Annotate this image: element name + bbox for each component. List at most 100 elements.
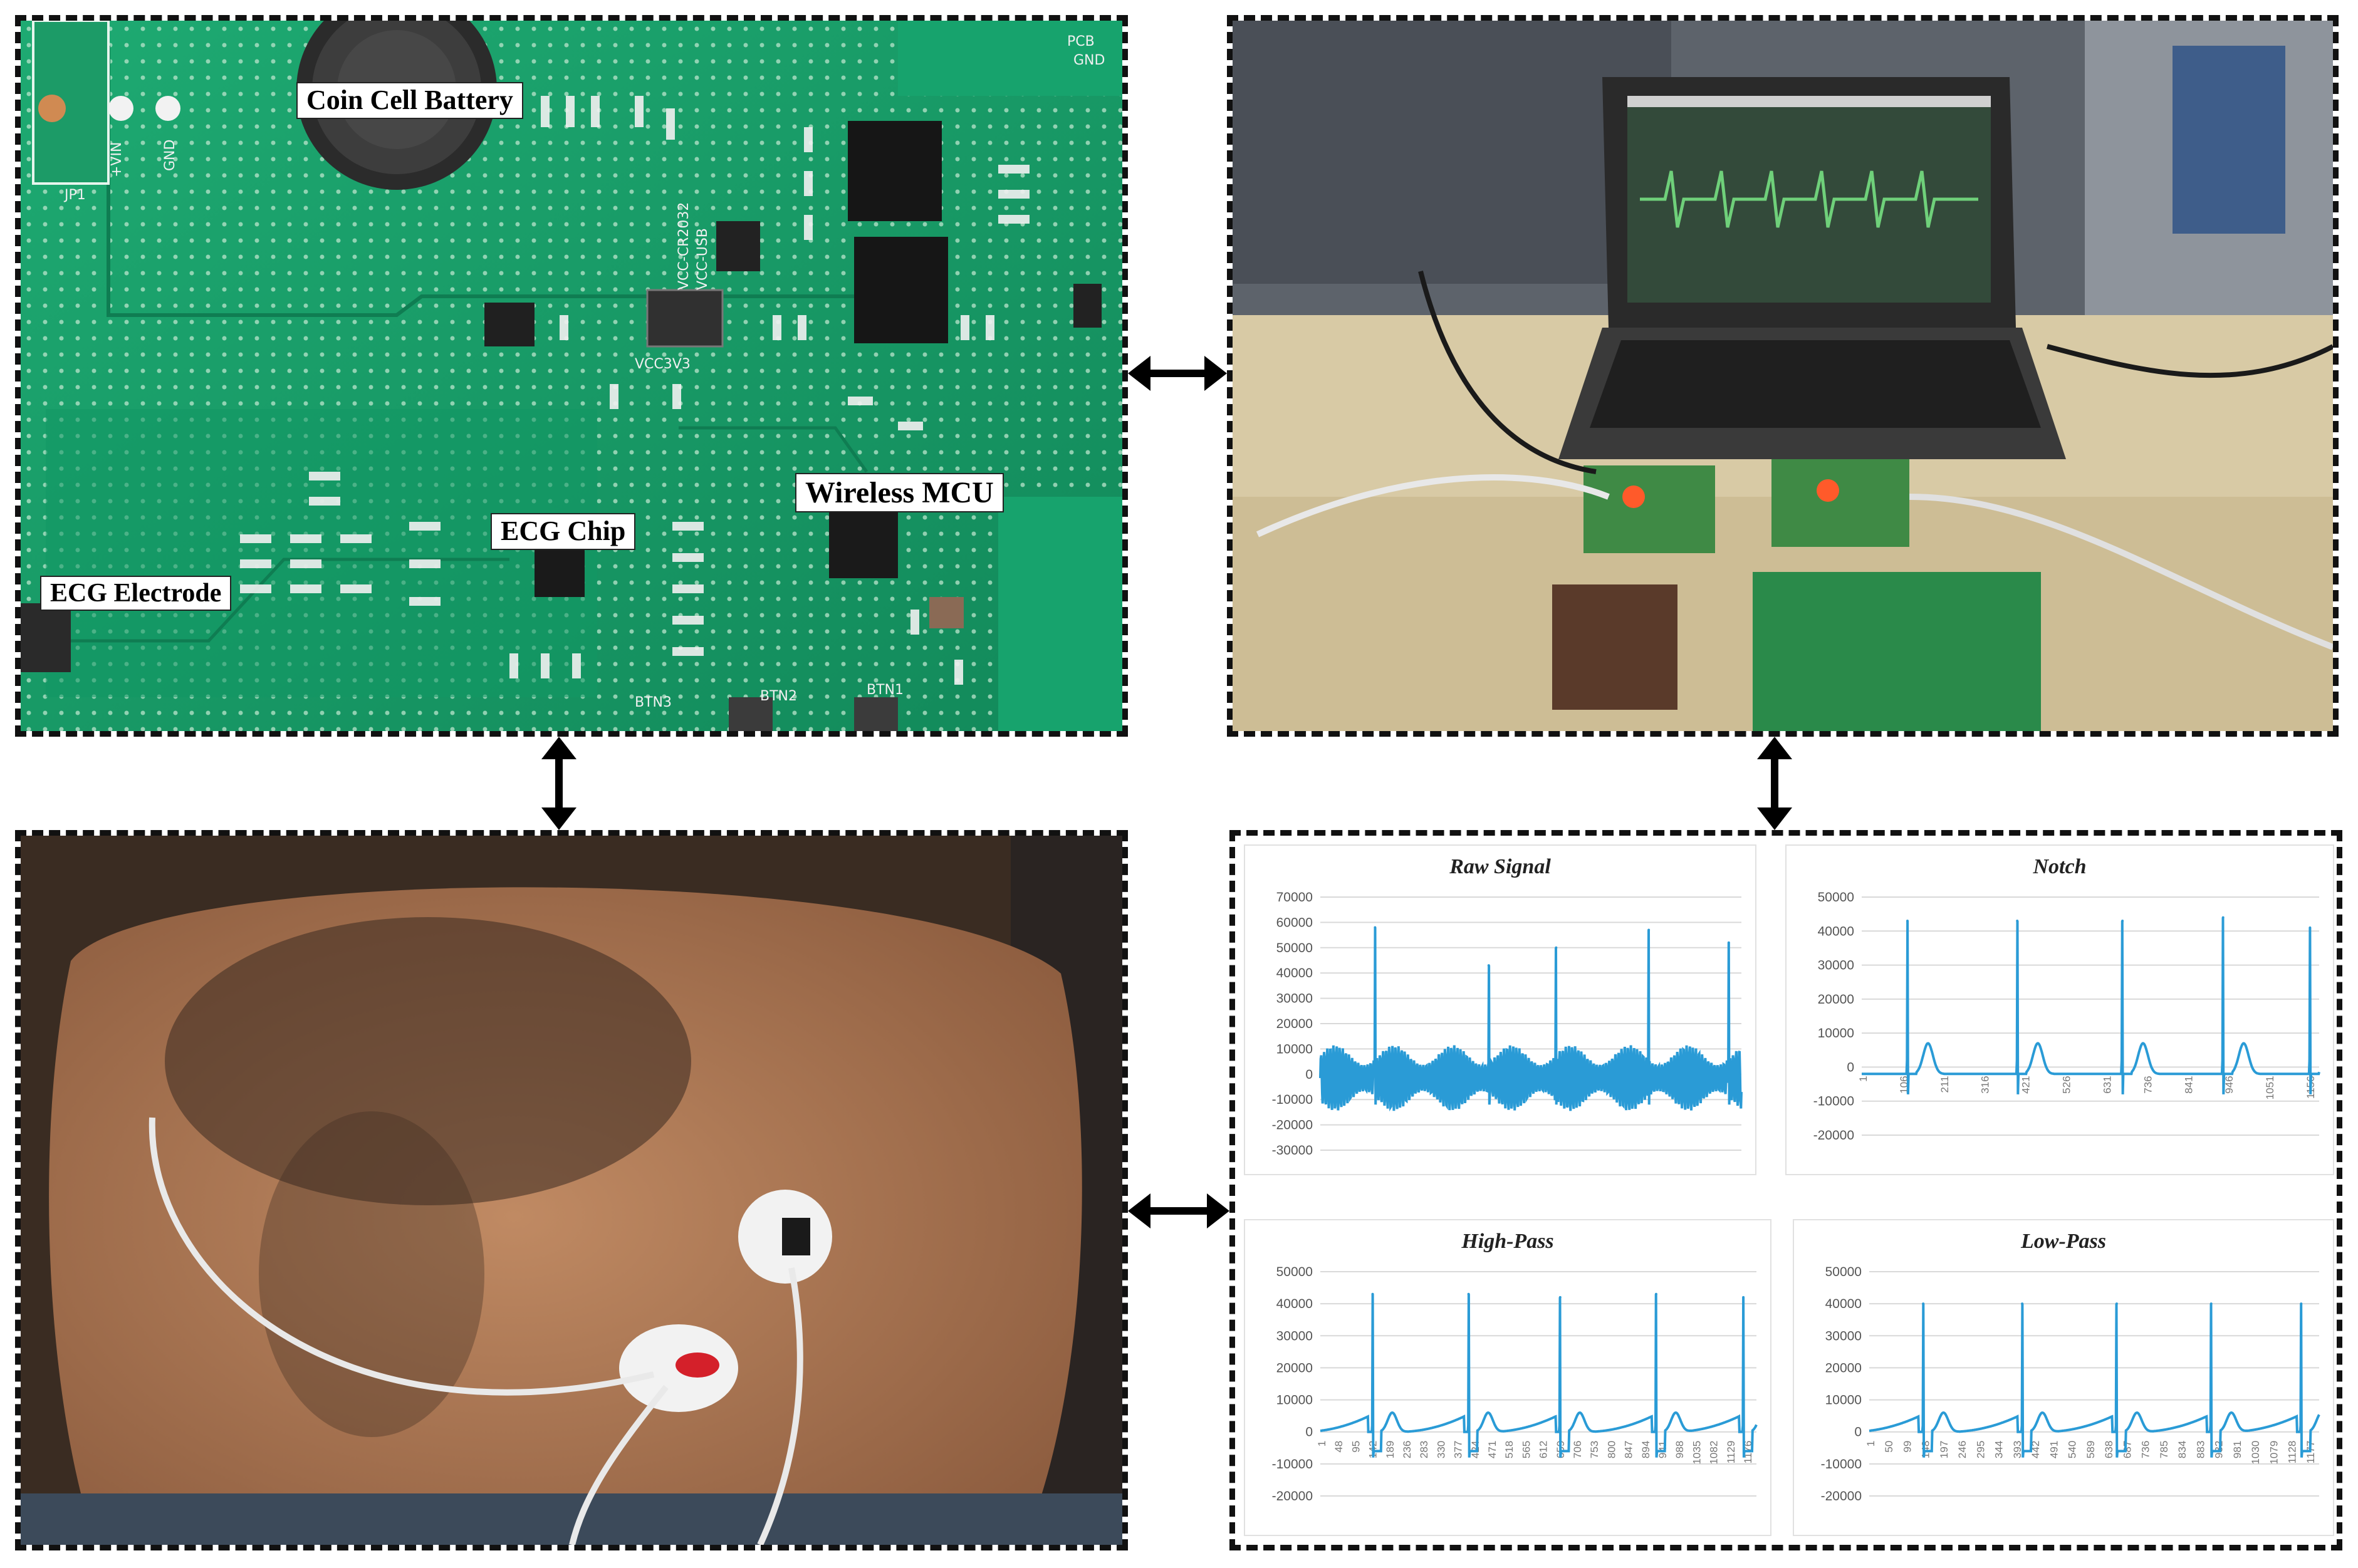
y-tick-label: 40000 bbox=[1825, 1297, 1862, 1311]
x-tick-label: 393 bbox=[2011, 1441, 2023, 1458]
silk-vin: +VIN bbox=[109, 142, 125, 177]
silk-btn2: BTN2 bbox=[760, 688, 797, 704]
y-tick-label: 60000 bbox=[1276, 915, 1313, 930]
x-tick-label: 491 bbox=[2048, 1441, 2060, 1458]
x-tick-label: 471 bbox=[1486, 1441, 1498, 1458]
chart-title: Raw Signal bbox=[1449, 855, 1551, 878]
x-tick-label: 246 bbox=[1956, 1441, 1968, 1458]
x-tick-label: 211 bbox=[1939, 1076, 1951, 1093]
x-tick-label: 518 bbox=[1503, 1441, 1515, 1458]
arrow-pcb-lab bbox=[1128, 356, 1227, 391]
x-tick-label: 50 bbox=[1883, 1441, 1895, 1453]
x-tick-label: 753 bbox=[1589, 1441, 1600, 1458]
y-tick-label: 50000 bbox=[1825, 1265, 1862, 1279]
y-tick-label: 40000 bbox=[1818, 924, 1854, 938]
x-tick-label: 946 bbox=[2223, 1076, 2235, 1093]
y-tick-label: 10000 bbox=[1818, 1026, 1854, 1041]
x-tick-label: 442 bbox=[2030, 1441, 2042, 1458]
x-tick-label: 1 bbox=[1865, 1441, 1877, 1446]
y-tick-label: -20000 bbox=[1821, 1489, 1862, 1503]
x-tick-label: 148 bbox=[1920, 1441, 1932, 1458]
y-tick-label: 20000 bbox=[1276, 1017, 1313, 1031]
series-line bbox=[1320, 1294, 1758, 1458]
x-tick-label: 1 bbox=[1316, 1441, 1328, 1446]
y-tick-label: 30000 bbox=[1818, 958, 1854, 973]
x-tick-label: 847 bbox=[1623, 1441, 1635, 1458]
y-tick-label: 40000 bbox=[1276, 966, 1313, 980]
callout-coin-cell-battery: Coin Cell Battery bbox=[296, 82, 523, 119]
x-tick-label: 344 bbox=[1993, 1441, 2005, 1458]
chart-raw-signal-svg: Raw Signal700006000050000400003000020000… bbox=[1272, 855, 1743, 1158]
y-tick-label: -30000 bbox=[1272, 1143, 1313, 1158]
callout-ecg-chip: ECG Chip bbox=[491, 513, 636, 550]
chart-notch-svg: Notch50000400003000020000100000-10000-20… bbox=[1813, 855, 2320, 1143]
y-tick-label: 10000 bbox=[1276, 1393, 1313, 1408]
x-tick-label: 736 bbox=[2142, 1076, 2154, 1093]
y-tick-label: 40000 bbox=[1276, 1297, 1313, 1311]
peak-point bbox=[1558, 1295, 1562, 1299]
y-tick-label: 10000 bbox=[1825, 1393, 1862, 1408]
peak-point bbox=[1727, 941, 1730, 944]
silk-btn1: BTN1 bbox=[867, 682, 904, 698]
x-tick-label: 841 bbox=[2183, 1076, 2194, 1093]
peak-point bbox=[1654, 1292, 1657, 1295]
y-tick-label: -10000 bbox=[1821, 1457, 1862, 1472]
arrow-chest-plots bbox=[1128, 1193, 1229, 1228]
x-tick-label: 189 bbox=[1384, 1441, 1396, 1458]
silk-jp1: JP1 bbox=[63, 187, 86, 203]
x-tick-label: 421 bbox=[2020, 1076, 2032, 1093]
x-tick-label: 377 bbox=[1453, 1441, 1464, 1458]
x-tick-label: 800 bbox=[1605, 1441, 1617, 1458]
x-tick-label: 424 bbox=[1469, 1441, 1481, 1458]
y-tick-label: -10000 bbox=[1813, 1094, 1854, 1109]
x-tick-label: 706 bbox=[1572, 1441, 1583, 1458]
chart-low-pass-svg: Low-Pass50000400003000020000100000-10000… bbox=[1821, 1230, 2320, 1503]
x-tick-label: 236 bbox=[1401, 1441, 1413, 1458]
peak-point bbox=[1906, 920, 1909, 922]
x-tick-label: 197 bbox=[1938, 1441, 1950, 1458]
x-tick-label: 894 bbox=[1640, 1441, 1652, 1458]
x-tick-label: 330 bbox=[1435, 1441, 1447, 1458]
series-line bbox=[1869, 1304, 2320, 1458]
x-tick-label: 95 bbox=[1350, 1441, 1362, 1453]
x-tick-label: 612 bbox=[1538, 1441, 1550, 1458]
peak-point bbox=[1922, 1302, 1925, 1306]
y-tick-label: 30000 bbox=[1825, 1329, 1862, 1343]
y-tick-label: 30000 bbox=[1276, 992, 1313, 1006]
silk-pcb: PCB bbox=[1067, 34, 1095, 49]
x-tick-label: 638 bbox=[2103, 1441, 2115, 1458]
y-tick-label: -10000 bbox=[1272, 1093, 1313, 1107]
y-tick-label: -10000 bbox=[1272, 1457, 1313, 1472]
silk-vcc-usb: VCC-USB bbox=[695, 228, 711, 290]
chart-title: Low-Pass bbox=[2020, 1230, 2106, 1253]
subject-chest-panel bbox=[15, 830, 1128, 1550]
silk-pcb-gnd: GND bbox=[1073, 53, 1105, 68]
x-tick-label: 1 bbox=[1857, 1076, 1869, 1081]
x-tick-label: 1128 bbox=[2287, 1441, 2298, 1464]
x-tick-label: 283 bbox=[1418, 1441, 1430, 1458]
lab-setup-panel bbox=[1227, 15, 2339, 737]
x-tick-label: 1079 bbox=[2268, 1441, 2280, 1465]
x-tick-label: 99 bbox=[1902, 1441, 1914, 1453]
x-tick-label: 736 bbox=[2140, 1441, 2152, 1458]
x-tick-label: 631 bbox=[2101, 1076, 2113, 1093]
peak-point bbox=[2021, 1302, 2024, 1306]
y-tick-label: 10000 bbox=[1276, 1042, 1313, 1056]
peak-point bbox=[2221, 916, 2225, 919]
x-tick-label: 988 bbox=[1674, 1441, 1686, 1458]
y-tick-label: 50000 bbox=[1276, 941, 1313, 955]
peak-point bbox=[2300, 1302, 2303, 1306]
y-tick-label: -20000 bbox=[1813, 1128, 1854, 1143]
callout-wireless-mcu: Wireless MCU bbox=[795, 473, 1004, 513]
pcb-board-image: +VIN GND JP1 PCB GND VCC3V3 BTN1 BTN2 BT… bbox=[21, 21, 1122, 731]
x-tick-label: 1051 bbox=[2264, 1076, 2276, 1099]
peak-point bbox=[2016, 920, 2019, 922]
y-tick-label: 20000 bbox=[1276, 1361, 1313, 1375]
x-tick-label: 1035 bbox=[1691, 1441, 1703, 1465]
peak-point bbox=[1742, 1295, 1745, 1299]
silk-vcc3v3: VCC3V3 bbox=[635, 356, 691, 372]
x-tick-label: 1129 bbox=[1725, 1441, 1737, 1464]
